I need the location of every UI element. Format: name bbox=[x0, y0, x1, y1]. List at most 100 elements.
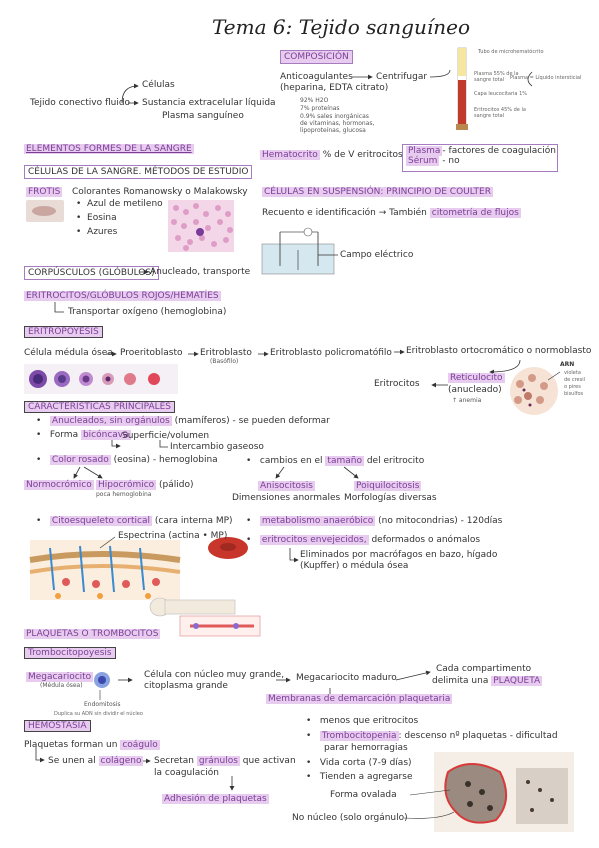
que-activan: que activan bbox=[242, 756, 296, 766]
arn-label: ARN bbox=[560, 361, 575, 368]
menos-eritrocitos: menos que eritrocitos bbox=[319, 716, 419, 726]
hipocromico-row: Hipocrómico (pálido) bbox=[96, 480, 194, 490]
arrow-to-celulas bbox=[121, 83, 139, 104]
plaquetas-forman: Plaquetas forman un bbox=[24, 740, 118, 750]
caracteristicas-heading: CARACTERÍSTICAS PRINCIPALES bbox=[24, 401, 176, 414]
hemo-right-2: • Trombocitopenia: descenso nº plaquetas… bbox=[306, 731, 558, 741]
normocromico-label: Normocrómico bbox=[24, 480, 94, 491]
plasma-sanguineo-label: Plasma sanguíneo bbox=[162, 111, 244, 121]
blood-smear-image bbox=[168, 200, 234, 252]
erythropoiesis-cells-strip bbox=[24, 364, 178, 394]
serum-row: Sérum - no bbox=[406, 156, 554, 167]
hematocrito-row: Hematocrito % de V eritrocitos bbox=[260, 150, 403, 160]
carac-eosina: (eosina) - hemoglobina bbox=[113, 455, 218, 465]
tube-plasma-note: Plasma 55% de la sangre total bbox=[474, 71, 519, 83]
trombocitopenia-label: Trombocitopenia bbox=[319, 731, 399, 741]
chain-proeritoblasto: Proeritoblasto bbox=[120, 348, 183, 358]
poiquilocitosis-label: Poiquilocitosis bbox=[354, 481, 422, 492]
carac-superficie: Superficie/volumen bbox=[122, 431, 210, 441]
envejecidos-detail: deformados o anómalos bbox=[371, 535, 481, 545]
se-unen: Se unen al bbox=[48, 756, 96, 766]
arn-note-1: violeta bbox=[564, 370, 581, 376]
reticulocyte-image bbox=[510, 367, 558, 415]
plasma-serum-box: Plasma- factores de coagulación Sérum - … bbox=[402, 144, 558, 172]
carac-color-rosado: Color rosado bbox=[49, 455, 111, 465]
cada-compartimento-2: delimita una PLAQUETA bbox=[432, 676, 543, 686]
metab-bullet: • metabolismo anaeróbico (no mitocondria… bbox=[246, 516, 503, 526]
carac-bullet-1: • Anucleados, sin orgánulos (mamíferos) … bbox=[36, 416, 330, 426]
trombocitopenia-text: : descenso nº plaquetas - dificultad bbox=[398, 731, 558, 741]
carac-anucleados: Anucleados, sin orgánulos bbox=[49, 416, 172, 426]
anucleado-label: (anucleado) bbox=[448, 385, 502, 395]
cada-compartimento-1: Cada compartimento bbox=[436, 664, 532, 674]
megakaryocyte-image bbox=[94, 672, 110, 688]
endomitosis-label: Endomitosis bbox=[84, 701, 121, 708]
plasma-text: - factores de coagulación bbox=[442, 146, 556, 156]
bullet-eosina-text: Eosina bbox=[87, 213, 117, 223]
anemia-label: ↑ anemia bbox=[452, 397, 482, 404]
cytoskeleton-membrane-figure bbox=[29, 540, 181, 600]
composicion-item-3: 0.9% sales inorgánicas bbox=[300, 113, 369, 120]
cambios-tamano: tamaño bbox=[325, 456, 364, 466]
hemostasia-line-2: Se unen al colágeno bbox=[48, 756, 144, 766]
adhesion-plaquetas: Adhesión de plaquetas bbox=[162, 794, 269, 805]
eliminados-line-2: (Kupffer) o médula ósea bbox=[300, 561, 409, 571]
plaquetas-heading: PLAQUETAS O TROMBOCITOS bbox=[24, 629, 161, 640]
hipocromico-label: Hipocrómico bbox=[96, 480, 157, 490]
campo-electrico-label: Campo eléctrico bbox=[340, 250, 414, 260]
coulter-apparatus-figure bbox=[261, 227, 335, 275]
chain-policromatofilo: Eritroblasto policromatófilo bbox=[270, 348, 392, 358]
poiquilocitosis-desc: Morfologías diversas bbox=[344, 493, 437, 503]
hemo-right-4: • Tienden a agregarse bbox=[306, 772, 413, 782]
platelet-electron-micrograph bbox=[434, 752, 574, 832]
anisocitosis-desc: Dimensiones anormales bbox=[232, 493, 341, 503]
cambios-text-3: del eritrocito bbox=[366, 456, 425, 466]
carac-bullet-2: • Forma bicóncava bbox=[36, 430, 131, 440]
arrow-to-tube bbox=[429, 69, 451, 78]
reticulocito-label: Reticulocito bbox=[448, 373, 505, 384]
cito-bullet: • Citoesqueleto cortical (cara interna M… bbox=[36, 516, 233, 526]
tienden-agregarse: Tienden a agregarse bbox=[319, 772, 413, 782]
centrifugar-label: Centrifugar bbox=[376, 72, 428, 82]
tube-buffy-note: Capa leucocitaria 1% bbox=[474, 91, 528, 97]
endomitosis-note: Duplica su ADN sin dividir el núcleo bbox=[54, 711, 143, 717]
coulter-recuento: Recuento e identificación bbox=[262, 208, 376, 218]
eritropoyesis-heading: ERITROPOYESIS bbox=[24, 326, 103, 339]
hemo-right-3: • Vida corta (7-9 días) bbox=[306, 758, 412, 768]
membranas-demarcacion: Membranas de demarcación plaquetaria bbox=[266, 694, 453, 705]
carac-biconcava: bicóncava bbox=[80, 430, 131, 440]
celula-nucleo-line-2: citoplasma grande bbox=[144, 681, 228, 691]
coulter-heading: CÉLULAS EN SUSPENSIÓN: PRINCIPIO DE COUL… bbox=[262, 187, 493, 198]
celula-nucleo-line-1: Célula con núcleo muy grande, bbox=[144, 670, 285, 680]
composicion-heading: COMPOSICIÓN bbox=[280, 50, 353, 65]
bullet-azures: • Azures bbox=[76, 227, 118, 237]
bullet-azul: • Azul de metileno bbox=[76, 199, 163, 209]
colageno-label: colágeno bbox=[98, 756, 144, 766]
hematocrito-text: % de V eritrocitos bbox=[322, 150, 403, 160]
coulter-tambien: También bbox=[389, 208, 427, 218]
hemostasia-line-3: Secretan gránulos que activan bbox=[154, 756, 296, 766]
page-title: Tema 6: Tejido sanguíneo bbox=[212, 15, 471, 39]
forma-ovalada: Forma ovalada bbox=[330, 790, 397, 800]
plasma-row: Plasma- factores de coagulación bbox=[406, 146, 556, 156]
erythrocyte-disk-image bbox=[208, 537, 248, 559]
composicion-item-2: 7% proteínas bbox=[300, 105, 340, 112]
arrow-transportar bbox=[54, 302, 64, 313]
frotis-label: FROTIS bbox=[26, 187, 63, 198]
citoesqueleto-cara: (cara interna MP) bbox=[154, 516, 233, 526]
anisocitosis-label: Anisocitosis bbox=[258, 481, 315, 492]
no-nucleo: No núcleo (solo orgánulo) bbox=[292, 813, 408, 823]
eritrocitos-text: Transportar oxígeno (hemoglobina) bbox=[68, 307, 227, 317]
celulas-label: Células bbox=[142, 80, 175, 90]
parar-hemorragias: parar hemorragias bbox=[324, 743, 408, 753]
arn-note-4: bisulfos bbox=[564, 391, 584, 397]
hemostasia-heading: HEMOSTASIA bbox=[24, 720, 91, 733]
frotis-slide-image bbox=[26, 200, 64, 222]
espectrina-label: Espectrina (actina • MP) bbox=[118, 531, 228, 541]
carac-intercambio: Intercambio gaseoso bbox=[170, 442, 264, 452]
eritrocitos-heading: ERITROCITOS/GLÓBULOS ROJOS/HEMATÍES bbox=[24, 291, 221, 302]
megacariocito-maduro: Megacariocito maduro bbox=[296, 673, 397, 683]
eliminados-line-1: Eliminados por macrófagos en bazo, hígad… bbox=[300, 550, 498, 560]
cambios-text-1: cambios en el bbox=[259, 456, 323, 466]
coulter-citometria: citometría de flujos bbox=[429, 208, 521, 218]
